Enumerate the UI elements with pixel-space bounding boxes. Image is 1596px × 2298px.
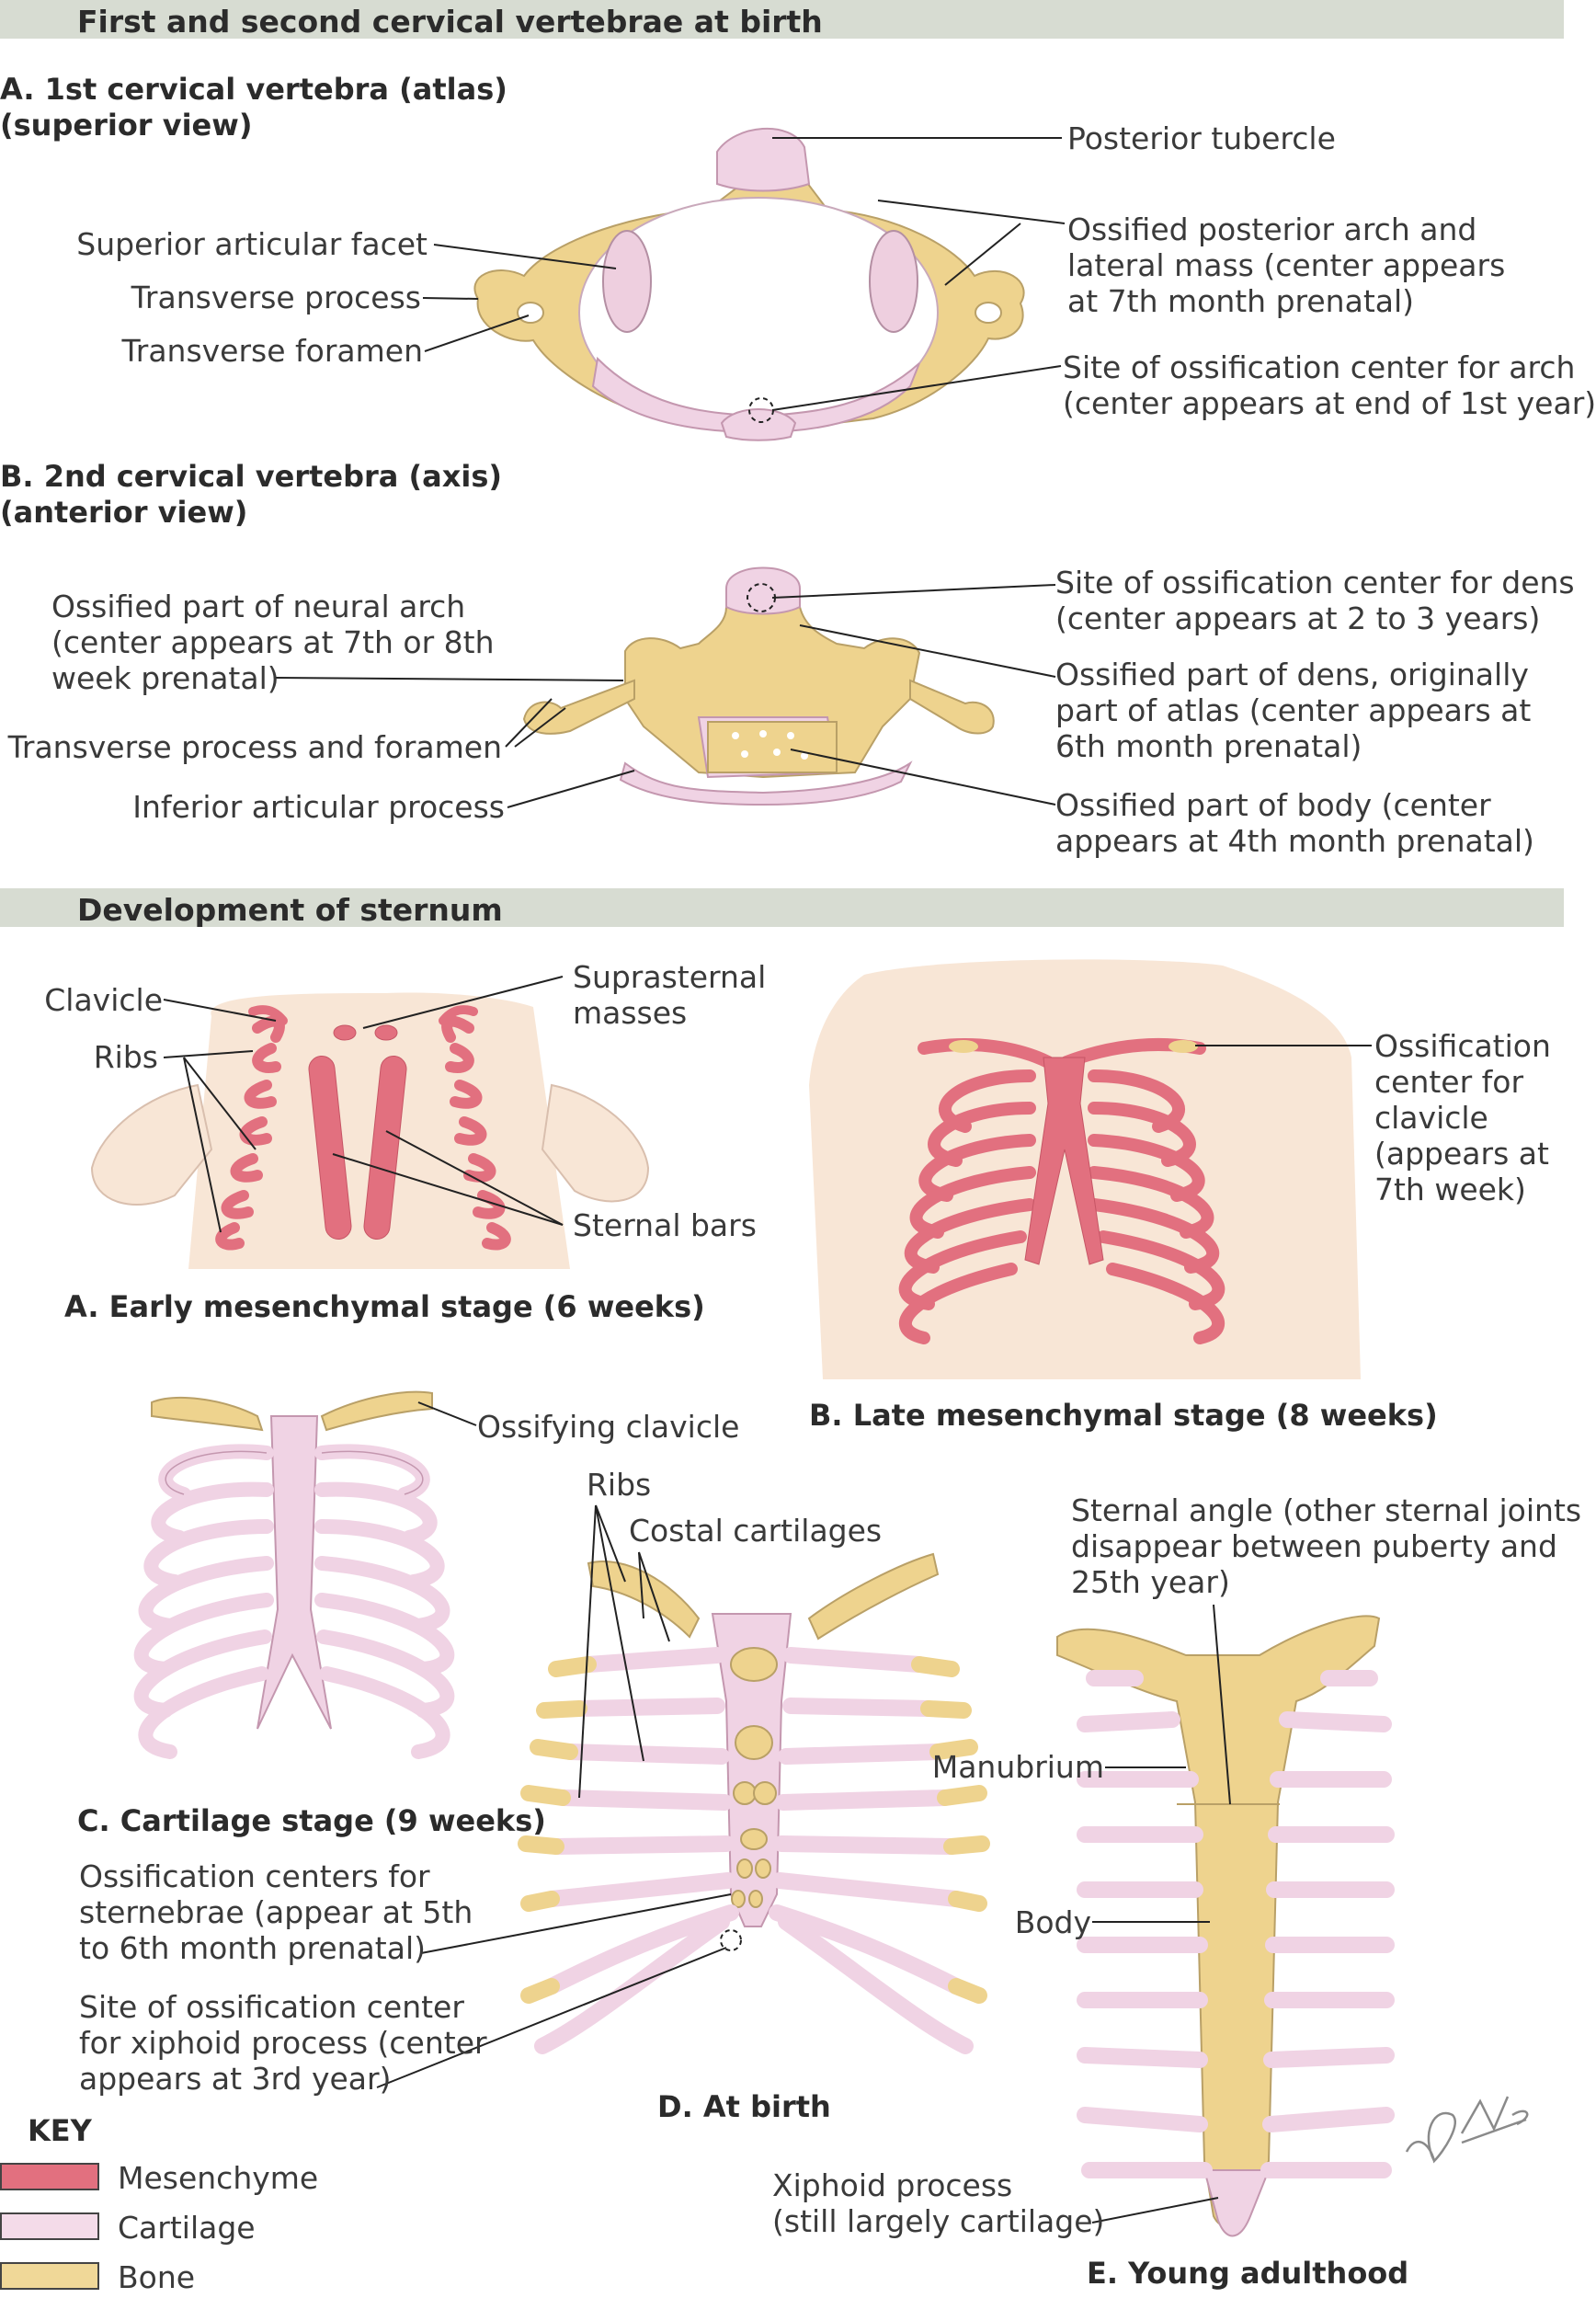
caption-stage-c: C. Cartilage stage (9 weeks) <box>77 1803 546 1838</box>
stage-e-illustration <box>1056 1604 1395 2237</box>
label-sternal-bars: Sternal bars <box>573 1207 757 1243</box>
axis-title: B. 2nd cervical vertebra (axis) <box>0 459 502 494</box>
label-ossification-center-clavicle: Ossification center for clavicle (appear… <box>1374 1028 1551 1207</box>
atlas-subtitle: (superior view) <box>0 108 253 143</box>
label-ossified-body: Ossified part of body (center appears at… <box>1055 787 1534 859</box>
label-site-ossification-arch: Site of ossification center for arch (ce… <box>1063 349 1596 421</box>
label-ribs-d: Ribs <box>587 1467 652 1503</box>
key-swatch-bone <box>0 2262 99 2290</box>
stage-b-illustration <box>809 959 1372 1379</box>
atlas-title: A. 1st cervical vertebra (atlas) <box>0 72 507 107</box>
caption-stage-a: A. Early mesenchymal stage (6 weeks) <box>64 1289 705 1324</box>
signature-mark <box>1405 2096 1529 2164</box>
key-label-cartilage: Cartilage <box>118 2210 256 2246</box>
caption-stage-d: D. At birth <box>657 2089 831 2124</box>
atlas-illustration <box>422 128 1066 441</box>
key-label-bone: Bone <box>118 2259 196 2295</box>
label-ossification-sternebrae: Ossification centers for sternebrae (app… <box>79 1858 473 1966</box>
label-ossified-dens: Ossified part of dens, originally part o… <box>1055 657 1532 764</box>
key-swatch-mesenchyme <box>0 2163 99 2190</box>
axis-subtitle: (anterior view) <box>0 495 248 530</box>
axis-illustration <box>275 566 1056 808</box>
label-xiphoid-process: Xiphoid process (still largely cartilage… <box>772 2167 1105 2239</box>
label-suprasternal-masses: Suprasternal masses <box>573 959 767 1031</box>
label-ribs-a: Ribs <box>93 1039 158 1075</box>
stage-a-illustration <box>90 976 650 1269</box>
stage-d-illustration <box>376 1504 990 2088</box>
key-title: KEY <box>28 2113 92 2148</box>
caption-stage-b: B. Late mesenchymal stage (8 weeks) <box>809 1398 1438 1433</box>
label-sternal-angle: Sternal angle (other sternal joints disa… <box>1071 1492 1582 1600</box>
label-ossified-neural-arch: Ossified part of neural arch (center app… <box>51 589 495 696</box>
label-transverse-process-foramen: Transverse process and foramen <box>7 729 502 765</box>
label-transverse-process: Transverse process <box>131 280 421 315</box>
key-label-mesenchyme: Mesenchyme <box>118 2160 319 2196</box>
section-banner-sternum: Development of sternum <box>0 888 1564 928</box>
illustration-canvas <box>90 128 1529 2237</box>
label-body: Body <box>1014 1904 1091 1940</box>
section-title-cervical: First and second cervical vertebrae at b… <box>77 4 823 40</box>
label-transverse-foramen: Transverse foramen <box>121 333 423 369</box>
label-ossifying-clavicle: Ossifying clavicle <box>477 1409 740 1445</box>
stage-c-illustration <box>133 1390 477 1759</box>
label-site-ossification-dens: Site of ossification center for dens (ce… <box>1055 565 1575 636</box>
label-ossified-posterior-arch: Ossified posterior arch and lateral mass… <box>1067 212 1506 319</box>
label-xiphoid-ossification-site: Site of ossification center for xiphoid … <box>79 1989 487 2097</box>
caption-stage-e: E. Young adulthood <box>1087 2256 1409 2291</box>
label-manubrium: Manubrium <box>931 1749 1104 1785</box>
label-clavicle: Clavicle <box>44 982 163 1018</box>
section-title-sternum: Development of sternum <box>77 892 503 928</box>
label-costal-cartilages: Costal cartilages <box>629 1513 883 1549</box>
section-banner-cervical: First and second cervical vertebrae at b… <box>0 0 1564 40</box>
label-inferior-articular-process: Inferior articular process <box>132 789 505 825</box>
key-swatch-cartilage <box>0 2212 99 2240</box>
label-superior-articular-facet: Superior articular facet <box>76 226 428 262</box>
label-posterior-tubercle: Posterior tubercle <box>1067 120 1336 156</box>
